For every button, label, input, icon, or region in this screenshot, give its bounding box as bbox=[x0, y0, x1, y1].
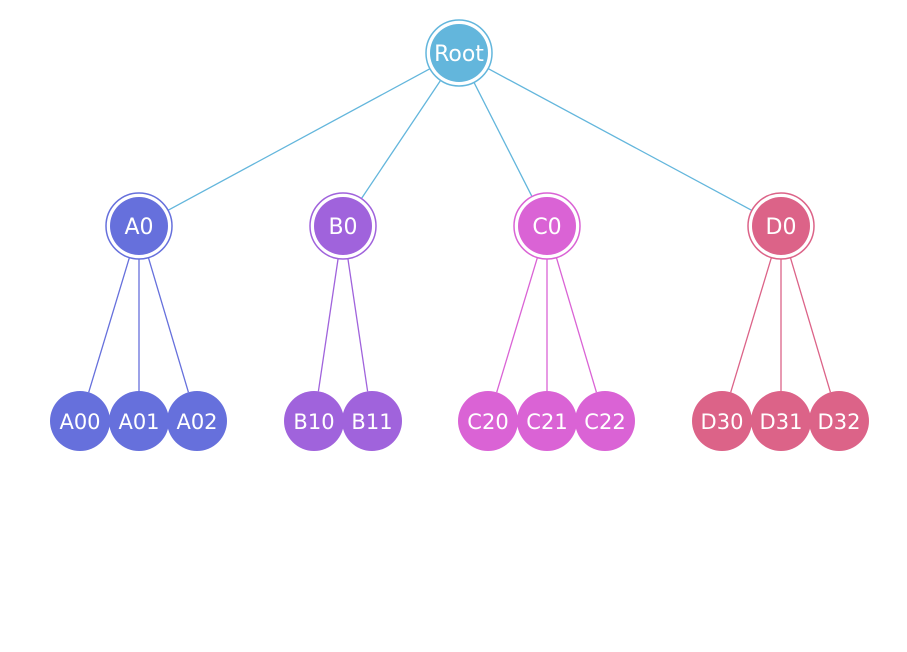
node-d30[interactable]: D30 bbox=[692, 391, 752, 451]
edge-root-c0 bbox=[473, 82, 533, 197]
node-c21[interactable]: C21 bbox=[517, 391, 577, 451]
node-label: C21 bbox=[526, 410, 567, 434]
node-b0[interactable]: B0 bbox=[309, 192, 377, 260]
node-label: C20 bbox=[467, 410, 508, 434]
edge-c0-c22 bbox=[555, 257, 598, 393]
node-label: C22 bbox=[584, 410, 625, 434]
edge-root-a0 bbox=[167, 68, 431, 211]
node-c22[interactable]: C22 bbox=[575, 391, 635, 451]
node-circle bbox=[110, 197, 168, 255]
node-circle bbox=[751, 391, 811, 451]
node-d32[interactable]: D32 bbox=[809, 391, 869, 451]
node-label: A01 bbox=[118, 410, 159, 434]
node-circle bbox=[458, 391, 518, 451]
links-layer bbox=[88, 68, 832, 393]
node-circle bbox=[314, 197, 372, 255]
node-a00[interactable]: A00 bbox=[50, 391, 110, 451]
node-circle bbox=[575, 391, 635, 451]
node-circle bbox=[809, 391, 869, 451]
node-b11[interactable]: B11 bbox=[342, 391, 402, 451]
edge-a0-a02 bbox=[147, 257, 190, 393]
node-d31[interactable]: D31 bbox=[751, 391, 811, 451]
node-label: B0 bbox=[328, 215, 357, 240]
node-label: B10 bbox=[293, 410, 334, 434]
node-c0[interactable]: C0 bbox=[513, 192, 581, 260]
edge-a0-a00 bbox=[88, 257, 131, 393]
node-circle bbox=[692, 391, 752, 451]
node-circle bbox=[752, 197, 810, 255]
node-label: D31 bbox=[760, 410, 803, 434]
node-a0[interactable]: A0 bbox=[105, 192, 173, 260]
node-label: A02 bbox=[176, 410, 217, 434]
node-label: D32 bbox=[818, 410, 861, 434]
node-circle bbox=[517, 391, 577, 451]
node-circle bbox=[342, 391, 402, 451]
node-a01[interactable]: A01 bbox=[109, 391, 169, 451]
node-circle bbox=[167, 391, 227, 451]
edge-c0-c20 bbox=[496, 257, 539, 393]
node-circle bbox=[109, 391, 169, 451]
node-label: D0 bbox=[766, 215, 797, 240]
node-label: D30 bbox=[701, 410, 744, 434]
node-circle bbox=[50, 391, 110, 451]
node-label: B11 bbox=[351, 410, 392, 434]
node-label: C0 bbox=[532, 215, 561, 240]
node-circle bbox=[284, 391, 344, 451]
node-circle bbox=[430, 24, 488, 82]
node-label: Root bbox=[434, 42, 484, 67]
edge-root-b0 bbox=[360, 80, 442, 199]
node-label: A0 bbox=[124, 215, 153, 240]
node-c20[interactable]: C20 bbox=[458, 391, 518, 451]
edge-d0-d30 bbox=[730, 257, 773, 393]
node-b10[interactable]: B10 bbox=[284, 391, 344, 451]
node-root[interactable]: Root bbox=[425, 19, 493, 87]
node-label: A00 bbox=[59, 410, 100, 434]
node-a02[interactable]: A02 bbox=[167, 391, 227, 451]
edge-b0-b10 bbox=[317, 258, 339, 392]
edge-d0-d32 bbox=[789, 257, 832, 393]
edge-root-d0 bbox=[487, 68, 753, 211]
edge-b0-b11 bbox=[347, 258, 369, 392]
node-circle bbox=[518, 197, 576, 255]
node-d0[interactable]: D0 bbox=[747, 192, 815, 260]
